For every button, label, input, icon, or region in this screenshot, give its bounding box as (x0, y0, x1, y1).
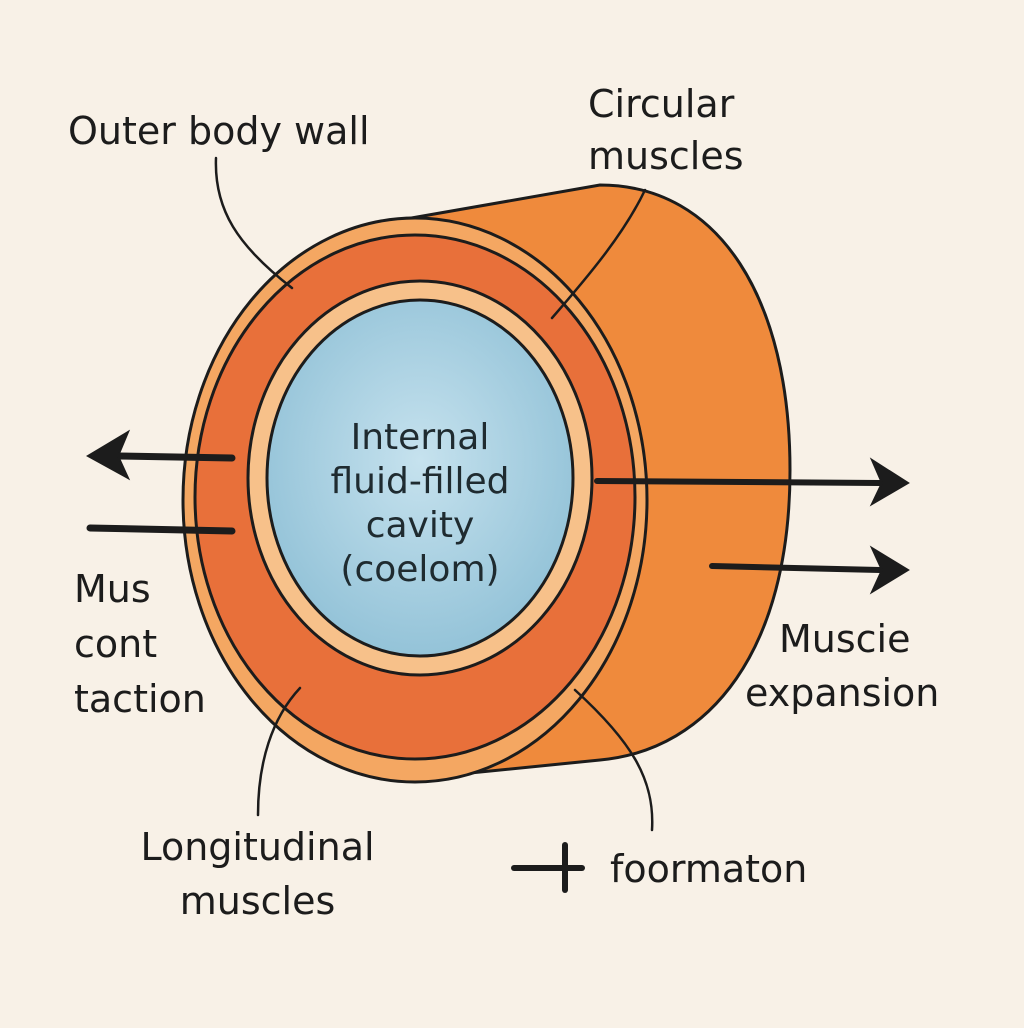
coelom-cavity (265, 298, 575, 658)
contraction-arrow-left-head (85, 429, 131, 481)
longitudinal-muscles-label: Longitudinal muscles (90, 820, 425, 928)
expansion-arrow-lower-head (869, 545, 910, 595)
formation-label: foormaton (610, 847, 808, 891)
circular-muscles-line-1: Circular (588, 82, 735, 126)
contraction-label: Mus cont taction (74, 562, 206, 727)
expansion-arrow-upper-head (869, 457, 910, 507)
coelom-label: Internal fluid-filled cavity (coelom) (270, 416, 570, 592)
coelom-line-3: cavity (365, 505, 475, 546)
contraction-line-2: cont (74, 622, 158, 666)
outer-body-wall-label: Outer body wall (68, 109, 370, 153)
expansion-arrow-lower (709, 563, 883, 573)
contraction-line-3: taction (74, 677, 206, 721)
outer-body-wall-leader (214, 156, 294, 290)
circular-muscles-line-2: muscles (588, 134, 744, 178)
coelom-line-1: Internal (350, 417, 490, 458)
coelom-line-2: fluid-filled (330, 461, 510, 502)
circular-muscles-label: Circular muscles (588, 78, 744, 182)
expansion-line-1: Muscie (779, 617, 911, 661)
circular-muscles-leader (550, 188, 647, 320)
expansion-label: Muscie expansion (745, 612, 939, 720)
contraction-line-1: Mus (74, 567, 151, 611)
longitudinal-line-1: Longitudinal (140, 825, 375, 869)
coelom-line-4: (coelom) (340, 549, 500, 590)
formation-leader (573, 688, 654, 832)
expansion-line-2: expansion (745, 671, 940, 715)
contraction-arrow-left (114, 452, 236, 462)
longitudinal-line-2: muscles (179, 879, 336, 923)
contraction-arrow-in (86, 524, 236, 535)
expansion-arrow-upper (594, 478, 883, 486)
longitudinal-muscles-leader (256, 686, 302, 817)
